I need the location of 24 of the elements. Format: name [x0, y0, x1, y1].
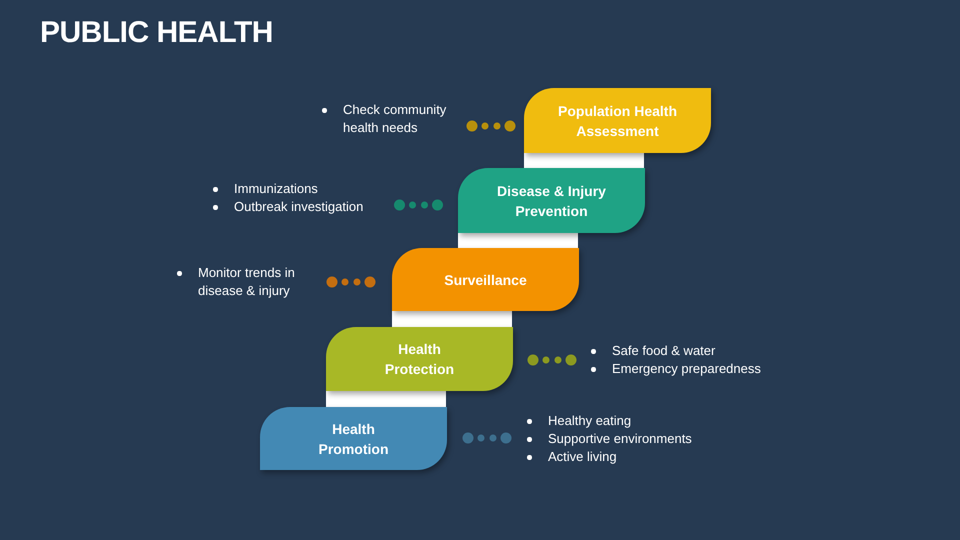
bullet-item: Outbreak investigation: [213, 198, 379, 216]
bullet-item: Healthy eating: [527, 412, 718, 430]
bullet-item: Check community health needs: [322, 101, 458, 137]
stair-riser: [326, 391, 446, 407]
stair-step: [260, 407, 447, 470]
step-label: Disease & Injury Prevention: [496, 182, 607, 220]
step-label: Population Health Assessment: [557, 102, 678, 140]
stair-riser: [392, 311, 512, 327]
bullet-item: Safe food & water: [591, 342, 777, 360]
bullet-item: Monitor trends in disease & injury: [177, 264, 310, 300]
stair-riser: [524, 153, 644, 168]
bullet-item: Emergency preparedness: [591, 360, 777, 378]
stair-step: [392, 248, 579, 311]
title: PUBLIC HEALTH: [40, 15, 273, 51]
stair-riser: [458, 233, 578, 248]
bullet-item: Supportive environments: [527, 430, 718, 448]
step-label: Health Protection: [384, 340, 456, 379]
bullet-item: Active living: [527, 448, 718, 466]
step-label: Health Promotion: [318, 420, 390, 458]
stair-step: [524, 88, 711, 153]
stair-step: [326, 327, 513, 391]
bullet-item: Immunizations: [213, 180, 379, 198]
stair-step: [458, 168, 645, 233]
step-label: Surveillance: [444, 270, 527, 290]
